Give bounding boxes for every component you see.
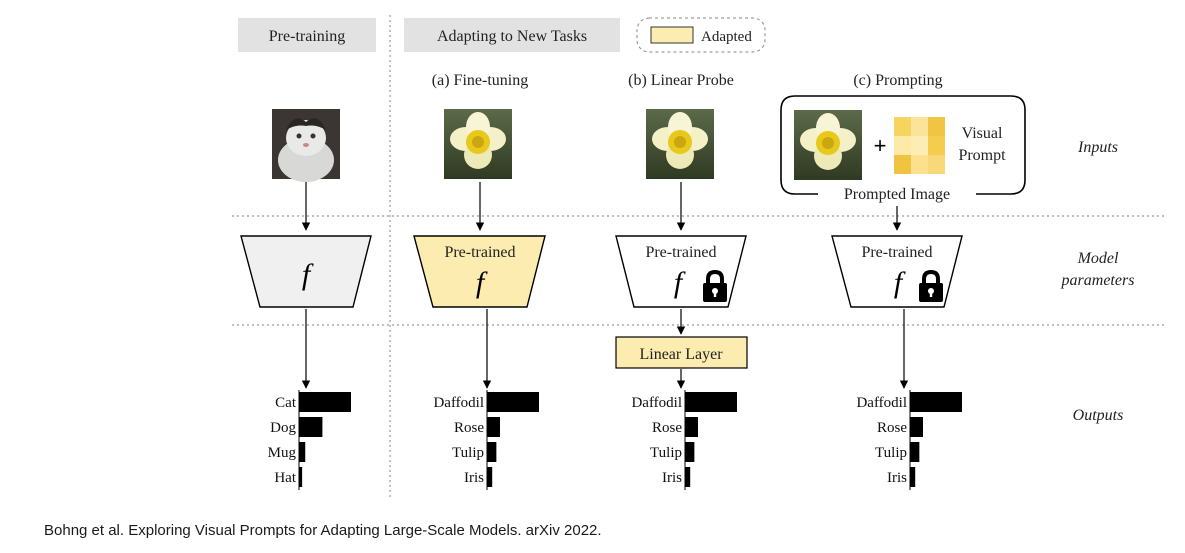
output-bar [910, 467, 916, 487]
citation: Bohng et al. Exploring Visual Prompts fo… [44, 522, 602, 539]
output-label: Daffodil [433, 395, 484, 411]
output-bar [910, 417, 923, 437]
prompted-image-box [780, 95, 1026, 195]
output-bar [910, 392, 962, 412]
output-label: Rose [877, 420, 907, 436]
output-bar [487, 442, 497, 462]
output-bar [685, 392, 737, 412]
lock-icon-linear-probe [703, 269, 727, 302]
visual-prompt-label-1: Visual [962, 125, 1003, 142]
output-bar [299, 417, 323, 437]
output-label: Iris [887, 470, 907, 486]
model-label-finetuning: Pre-trained [444, 244, 515, 261]
pretraining-header: Pre-training [269, 28, 345, 45]
adapting-header: Adapting to New Tasks [437, 28, 587, 45]
output-label: Tulip [650, 445, 682, 461]
output-bar [685, 467, 691, 487]
linear-layer-box [615, 336, 748, 369]
column-title-prompting: (c) Prompting [853, 72, 942, 89]
output-bar [299, 392, 351, 412]
linear-layer-label: Linear Layer [639, 346, 723, 363]
output-bar [685, 417, 698, 437]
pretraining-header-box [238, 18, 376, 52]
model-label-prompting: Pre-trained [861, 244, 932, 261]
output-label: Hat [274, 470, 296, 486]
output-label: Daffodil [856, 395, 907, 411]
output-bar [487, 467, 493, 487]
output-label: Dog [270, 420, 296, 436]
legend-swatch [650, 26, 694, 44]
legend-box [636, 17, 766, 53]
output-label: Iris [464, 470, 484, 486]
plus-sign: + [874, 133, 887, 158]
output-bar [910, 442, 920, 462]
daffodil-image-prompting [794, 110, 862, 180]
output-bar [299, 467, 303, 487]
model-finetuning [413, 235, 546, 308]
output-label: Rose [454, 420, 484, 436]
output-label: Tulip [452, 445, 484, 461]
row-label-outputs: Outputs [1073, 407, 1124, 424]
legend-label: Adapted [701, 29, 752, 45]
row-label-inputs: Inputs [1077, 139, 1118, 156]
output-label: Rose [652, 420, 682, 436]
adapting-header-box [404, 18, 620, 52]
column-title-finetuning: (a) Fine-tuning [432, 72, 528, 89]
column-title-linear-probe: (b) Linear Probe [628, 72, 734, 89]
output-bar [685, 442, 695, 462]
row-label-model-1: Model [1077, 250, 1119, 267]
output-bar [487, 417, 500, 437]
row-label-model-2: parameters [1061, 272, 1135, 289]
daffodil-image-finetuning [444, 109, 512, 179]
prompted-image-label: Prompted Image [844, 186, 950, 203]
model-label-linear-probe: Pre-trained [645, 244, 716, 261]
model-pretraining [240, 235, 372, 308]
output-label: Iris [662, 470, 682, 486]
output-label: Tulip [875, 445, 907, 461]
lock-icon-prompting [919, 269, 943, 302]
visual-prompt-grid [894, 117, 945, 174]
cat-image [272, 109, 340, 182]
output-label: Daffodil [631, 395, 682, 411]
visual-prompt-label-2: Prompt [958, 147, 1006, 164]
output-bar [299, 442, 306, 462]
output-bar [487, 392, 539, 412]
daffodil-image-linear-probe [646, 109, 714, 179]
output-label: Mug [268, 445, 297, 461]
output-label: Cat [275, 395, 297, 411]
